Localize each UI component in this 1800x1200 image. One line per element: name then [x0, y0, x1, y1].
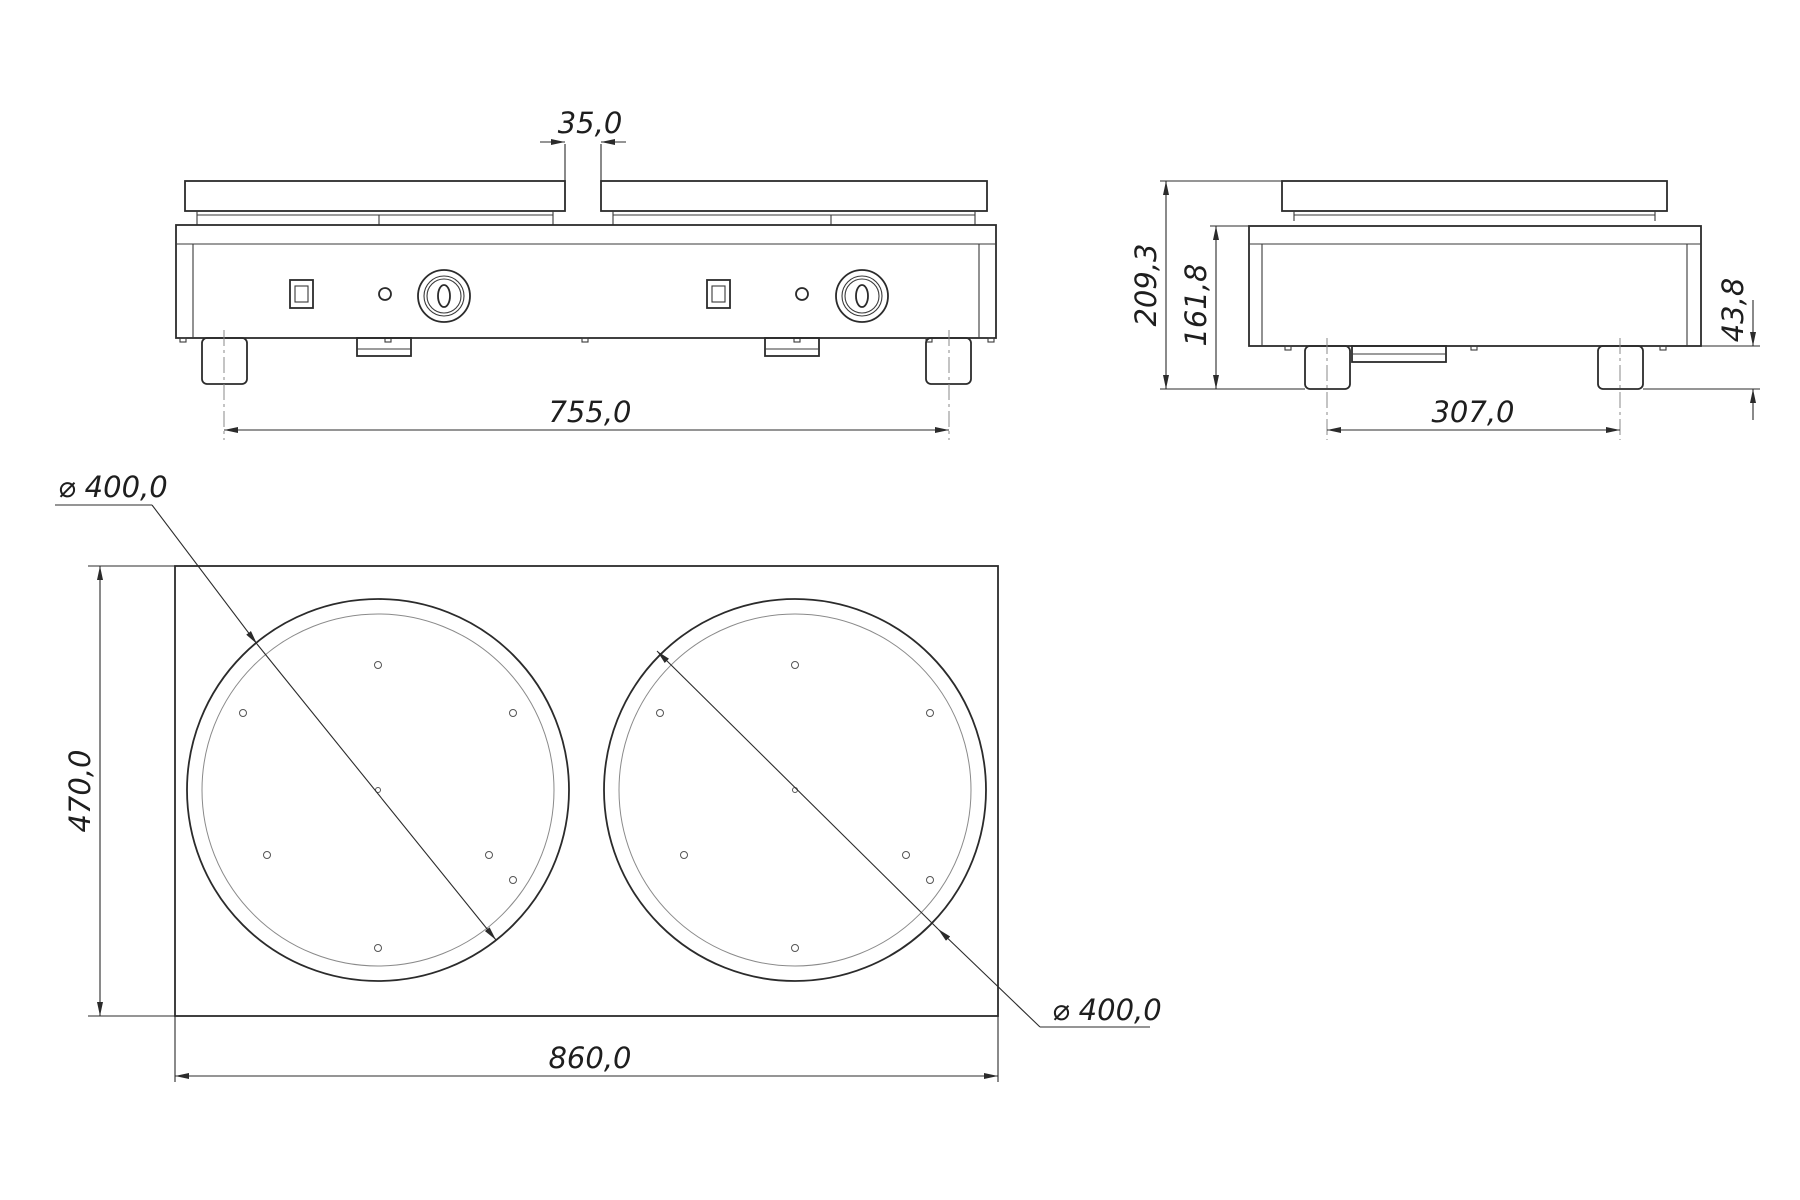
top-surface-outline — [174, 565, 999, 1017]
side-drip-tray — [1351, 345, 1447, 363]
left-cooking-plate — [186, 598, 570, 982]
right-drip-tray — [764, 337, 820, 357]
front-view: 35,0 755,0 — [175, 106, 997, 440]
side-view: 209,3 161,8 43,8 307,0 — [1129, 180, 1760, 440]
left-drip-tray — [356, 337, 412, 357]
leg-span-dimension-label: 755,0 — [548, 395, 631, 429]
left-plate-front — [184, 180, 566, 212]
left-control-knob — [417, 269, 471, 323]
width-dimension-label: 860,0 — [548, 1041, 631, 1075]
leg-depth-dimension-label: 307,0 — [1431, 395, 1514, 429]
front-body — [175, 224, 997, 339]
right-plate-front — [600, 180, 988, 212]
right-cooking-plate — [603, 598, 987, 982]
gap-dimension-label: 35,0 — [558, 106, 623, 140]
leg-height-dimension-label: 43,8 — [1716, 278, 1750, 343]
side-plate — [1281, 180, 1668, 212]
left-power-switch — [289, 279, 314, 309]
left-indicator-lamp — [378, 287, 392, 301]
right-control-knob — [835, 269, 889, 323]
total-height-dimension-label: 209,3 — [1129, 243, 1163, 326]
top-view: ⌀ 400,0 ⌀ 400,0 470,0 860,0 — [55, 470, 1162, 1082]
right-plate-diameter-label: ⌀ 400,0 — [1052, 993, 1162, 1027]
right-power-switch — [706, 279, 731, 309]
left-plate-diameter-label: ⌀ 400,0 — [58, 470, 168, 504]
body-height-dimension-label: 161,8 — [1179, 263, 1213, 346]
right-indicator-lamp — [795, 287, 809, 301]
depth-dimension-label: 470,0 — [63, 749, 97, 832]
